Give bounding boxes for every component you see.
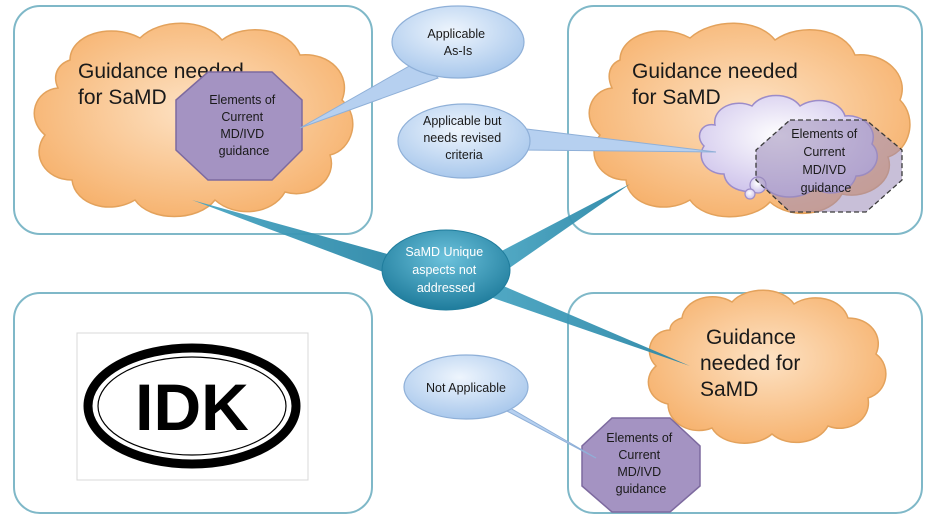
hexagon-top-right: Elements of Current MD/IVD guidance	[755, 119, 903, 213]
idk-logo-text: IDK	[135, 370, 249, 444]
cloud-title-top-right: Guidance needed for SaMD	[632, 60, 804, 109]
cloud-title-line: Guidance needed	[632, 60, 798, 83]
beam-to-bottom-right	[470, 282, 690, 366]
beam-to-top-right	[492, 184, 630, 276]
hexagon-label: Elements of Current MD/IVD guidance	[209, 93, 279, 158]
cloud-title-line: for SaMD	[632, 86, 721, 109]
cloud-title-line: for SaMD	[78, 86, 167, 109]
cloud-title-line: needed for	[700, 352, 800, 375]
cloud-title-line: SaMD	[700, 378, 758, 401]
center-node: SaMD Unique aspects not addressed	[381, 229, 511, 311]
idk-logo-ring	[83, 343, 301, 469]
center-label: SaMD Unique aspects not addressed	[405, 245, 486, 295]
cloud-title-line: Guidance	[706, 326, 796, 349]
callout-label: Not Applicable	[426, 381, 506, 395]
callout-applicable-revised: Applicable but needs revised criteria	[397, 103, 717, 179]
center-beams	[192, 184, 690, 366]
hexagon-bottom-right: Elements of Current MD/IVD guidance	[581, 417, 701, 513]
thought-bubble-dot	[744, 188, 756, 200]
callout-not-applicable: Not Applicable	[403, 354, 597, 459]
beam-to-top-left	[192, 200, 410, 282]
cloud-bottom-right: Guidance needed for SaMD	[647, 289, 887, 444]
callout-applicable-as-is: Applicable As-Is	[299, 5, 525, 129]
hexagon-label: Elements of Current MD/IVD guidance	[791, 127, 861, 195]
callout-label: Applicable As-Is	[427, 27, 488, 58]
callout-label: Applicable but needs revised criteria	[423, 114, 505, 162]
cloud-title-bottom-right: Guidance needed for SaMD	[700, 326, 806, 401]
hexagon-top-left: Elements of Current MD/IVD guidance	[175, 71, 303, 181]
hexagon-label: Elements of Current MD/IVD guidance	[606, 431, 676, 496]
idk-logo: IDK	[76, 332, 309, 481]
